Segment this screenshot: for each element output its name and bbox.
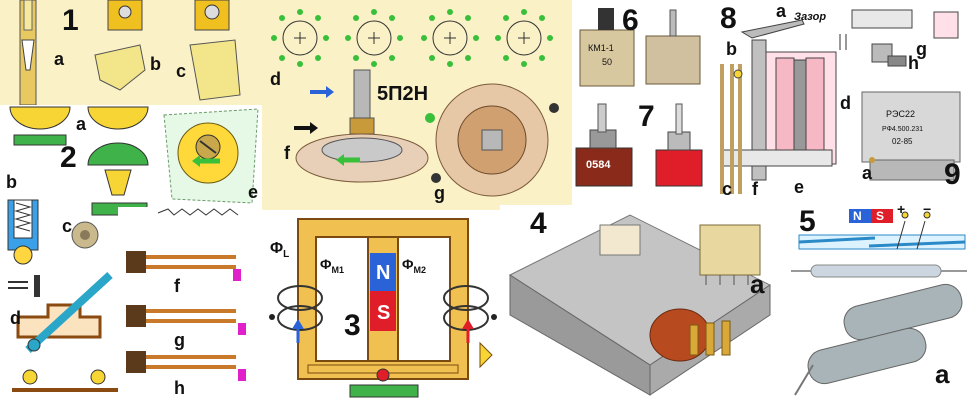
section-1-letter-b: b [150,54,161,74]
section-3-number: 3 [344,309,361,342]
section-7-number: 7 [638,100,655,133]
section-2-letter-b: b [6,172,17,192]
section-9-letter-a: a [862,163,873,183]
section-8-letter-c: c [722,179,733,199]
section-8-letter-h: h [908,53,919,73]
rotary-letter-g: g [434,183,445,203]
section-2-letter-c: c [62,216,73,236]
switch-6-stamp-2: 50 [602,57,613,67]
section-1-number: 1 [62,4,79,37]
section-2-letter-h: h [174,378,185,398]
contact-pairs-drawing [126,208,246,381]
relay-section-drawing [720,9,961,194]
switch-7-plate: 0584 [586,159,611,171]
section-2e-panel: e [160,105,265,207]
magnetic-circuit-drawing [269,218,497,398]
rotary-model-label: 5П2Н [377,83,429,105]
rotary-switch-panel: d 5П2Н f g [262,0,572,210]
section-6-number: 6 [622,4,639,37]
cam-disk-drawing [163,108,259,204]
rotary-diagrams [271,9,559,197]
toggle-switches-drawing [575,8,703,187]
section-2-letter-f: f [174,276,180,296]
section-3-panel: ΦL ΦM1 ΦM2 N S 3 [268,213,500,400]
south-pole-label: S [377,302,391,324]
plus-terminal-label: + [897,205,906,217]
section-8-letter-f: f [752,179,758,199]
relay-photo-drawing [508,214,771,396]
section-8-letter-b: b [726,39,737,59]
section-8-letter-e: e [794,177,805,197]
section-2-drawing [7,106,149,392]
contact-pairs-panel: f g h [118,207,268,400]
relay-9-date: 02-85 [892,137,913,146]
reed-switch-drawing [791,209,967,396]
section-5-panel: 5 N S + − a [785,205,970,400]
magnet-north-label: N [853,209,862,223]
phi-m2-label: ΦM2 [402,256,427,275]
section-8-letter-g: g [916,39,927,59]
section-1-drawing [19,0,241,105]
rotary-letter-d: d [270,69,281,89]
section-2-number: 2 [60,141,77,174]
phi-m1-label: ΦM1 [320,256,345,275]
section-1-panel: 1 a b c [0,0,262,105]
section-8-number: 8 [720,2,737,35]
section-8-letter-a: a [776,1,787,21]
section-2-letter-a: a [76,114,87,134]
section-4-letter-a: a [750,269,765,299]
relay-9-mark: РЭС22 [886,109,915,119]
section-5-letter-a: a [935,359,950,389]
section-2-letter-g: g [174,330,185,350]
section-8-panel: 8 a Зазор b c d e f g h РЭС22 РФ4.500.23… [712,0,970,205]
section-5-number: 5 [799,205,816,238]
section-4-panel: 4 a [500,205,785,400]
phi-l-label: ΦL [270,240,290,261]
switch-6-stamp: КМ1-1 [588,43,614,53]
section-4-number: 4 [530,207,547,240]
magnet-south-label: S [876,209,885,223]
section-9-number: 9 [944,158,961,191]
relay-9-code: РФ4.500.231 [882,126,924,133]
section-8-letter-d: d [840,93,851,113]
section-1-letter-a: a [54,49,65,69]
section-6-7-panel: КМ1-1 50 6 7 0584 [572,0,712,200]
section-1-letter-c: c [176,61,187,81]
section-2-letter-e: e [248,182,259,202]
rotary-letter-f: f [284,143,290,163]
north-pole-label: N [376,262,391,284]
section-2-letter-d: d [10,308,21,328]
minus-terminal-label: − [923,205,932,217]
gap-label: Зазор [794,11,827,23]
